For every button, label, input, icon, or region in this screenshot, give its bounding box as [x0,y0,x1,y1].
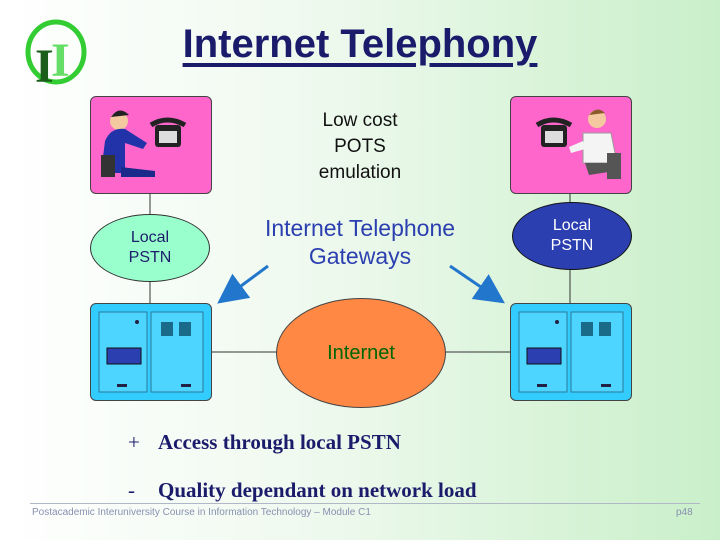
pots-emulation-label: Low cost POTS emulation [318,110,402,183]
callee-figure-icon [535,109,621,179]
gateway-arrow-left [217,264,269,304]
page-title: Internet Telephony [182,22,538,66]
course-logo-icon: I I [22,14,88,93]
internet-label: Internet [327,341,395,364]
right-pstn-oval: Local PSTN [512,202,632,270]
bullet-access: +Access through local PSTN [128,430,401,454]
left-gateway-device [90,303,212,401]
svg-text:I: I [35,40,54,90]
right-gateway-device [510,303,632,401]
footer-text: Postacademic Interuniversity Course in I… [32,507,371,518]
gateway-arrow-right [449,264,505,304]
left-user-box [90,96,212,194]
right-user-box [510,96,632,194]
svg-text:I: I [51,34,70,87]
bullet-quality: -Quality dependant on network load [128,478,477,502]
gateways-label: Internet Telephone Gateways [264,215,456,269]
gateway-server-icon [518,311,624,393]
page-number: p48 [676,507,693,518]
gateway-server-icon [98,311,204,393]
internet-cloud: Internet [276,298,446,408]
caller-figure-icon [101,110,187,177]
left-pstn-oval: Local PSTN [90,214,210,282]
footer-divider [30,503,700,504]
